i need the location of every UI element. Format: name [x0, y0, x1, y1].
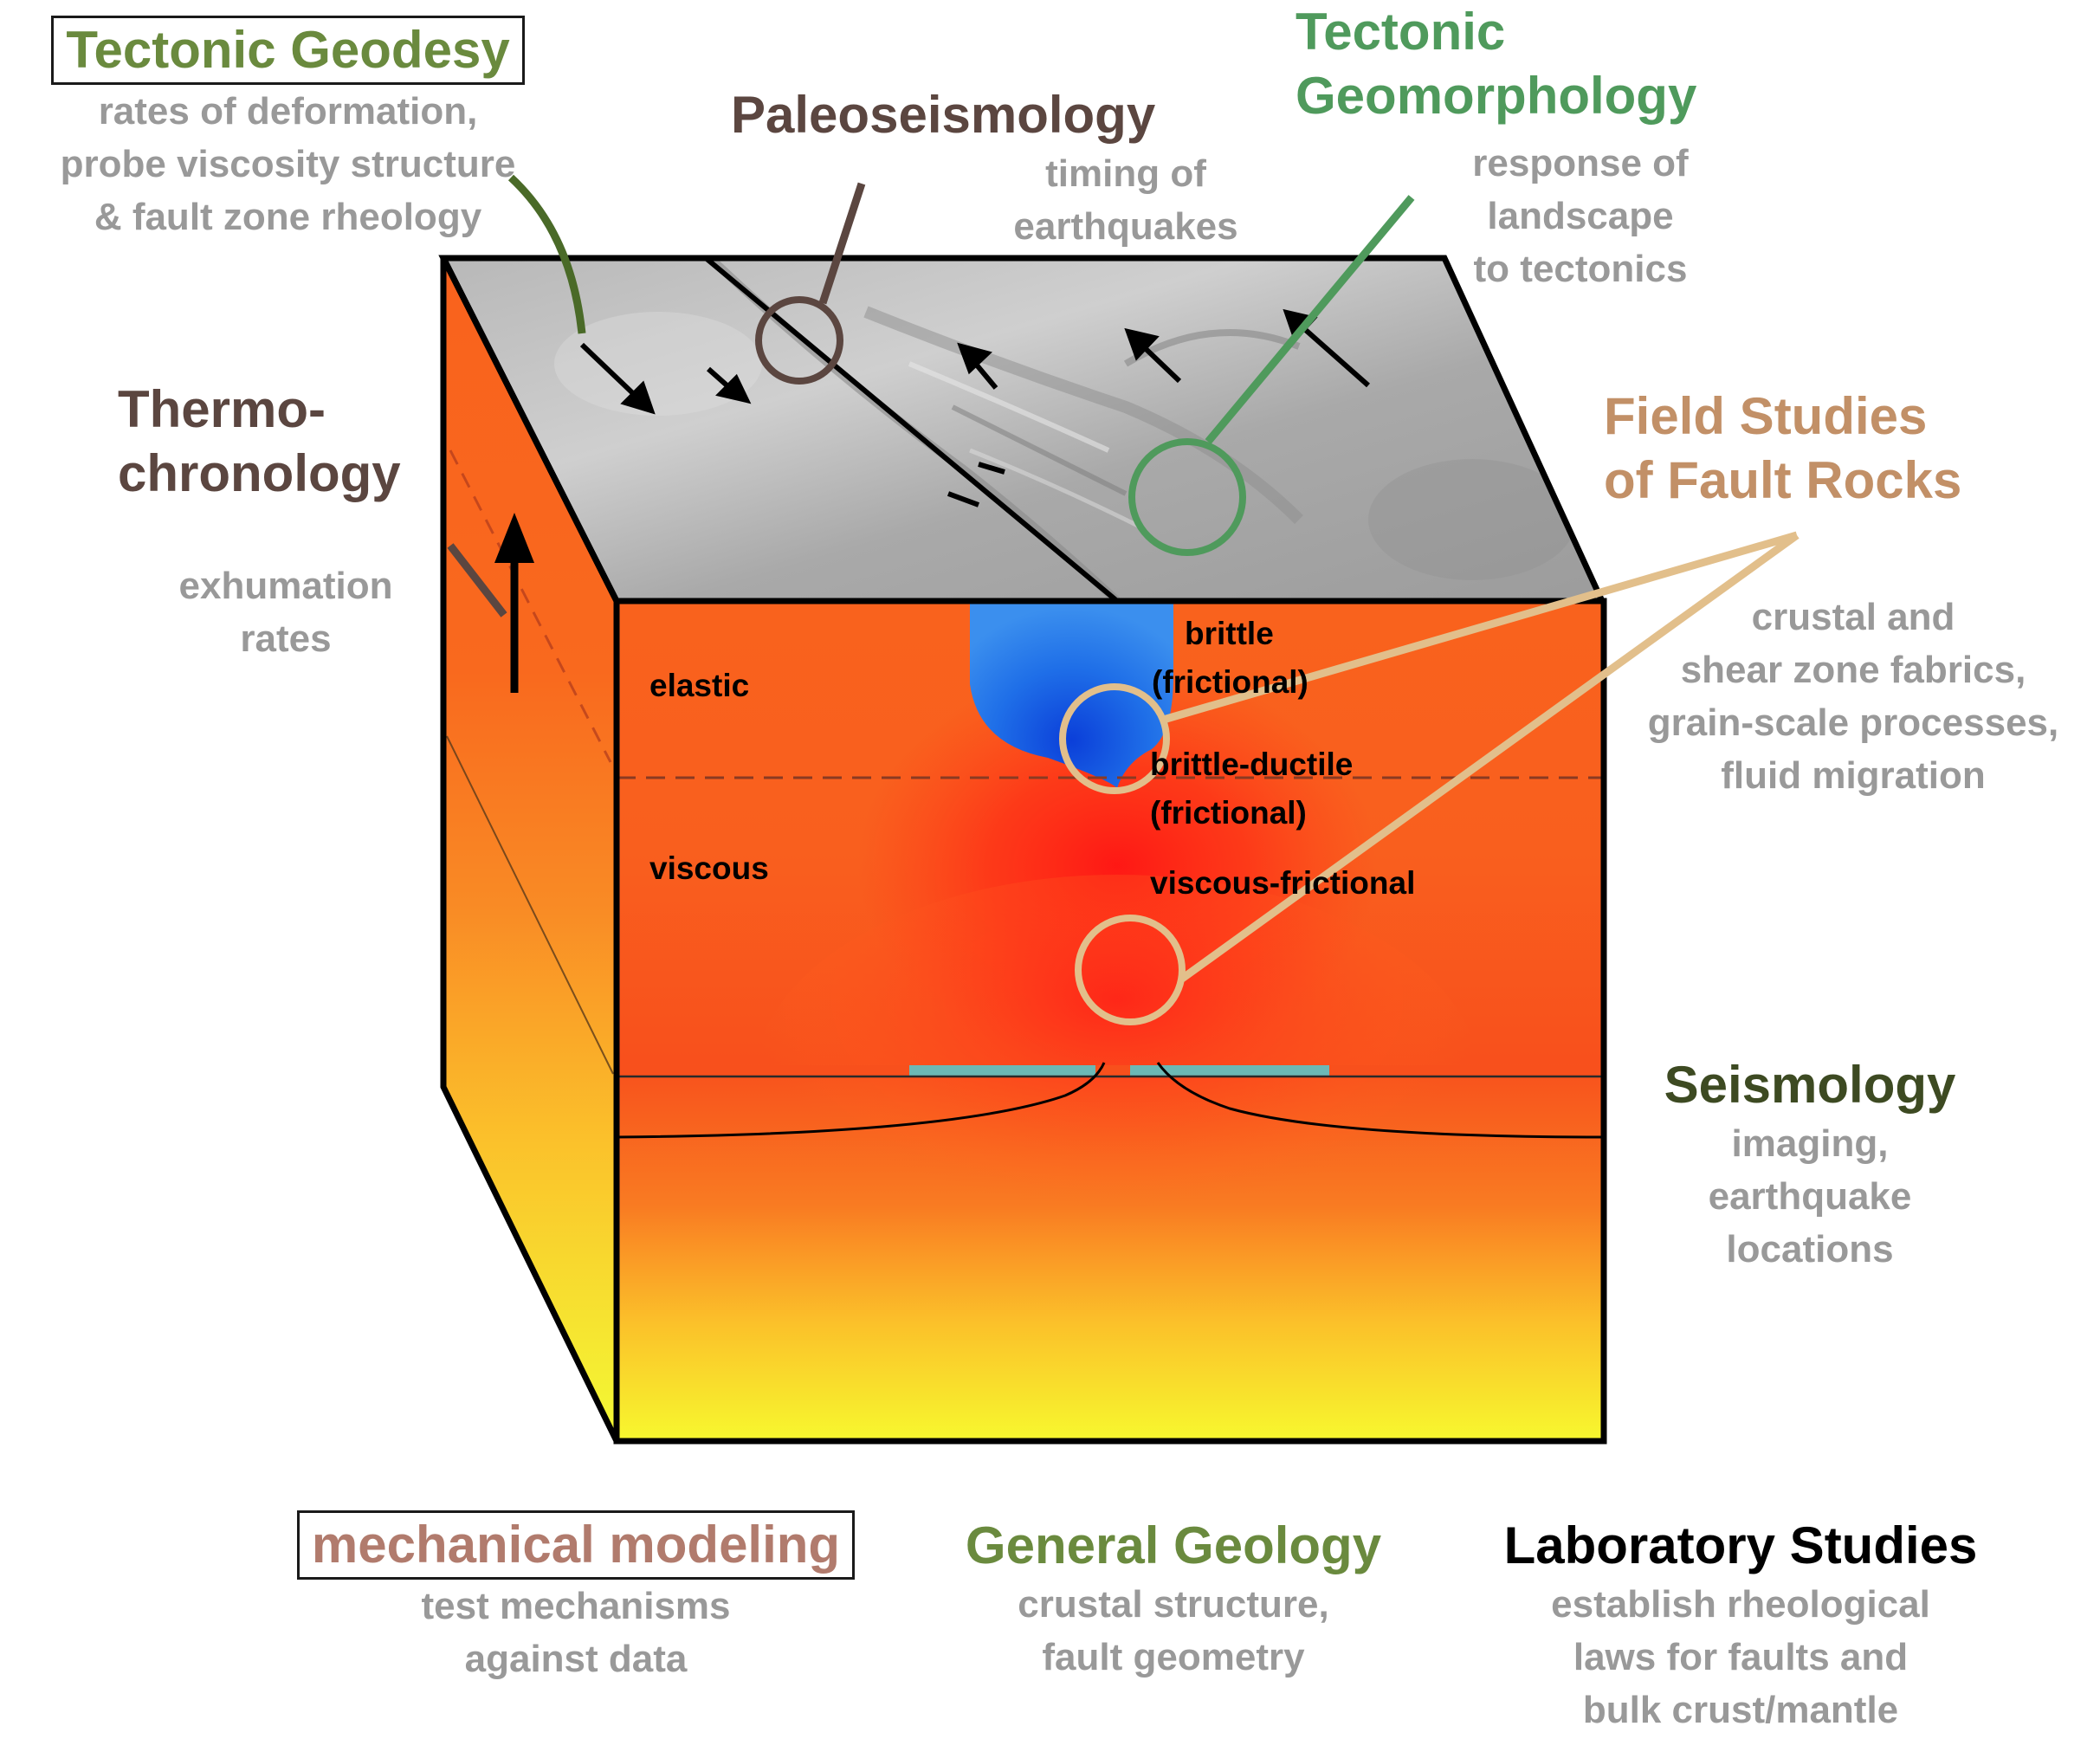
- zone-brittle-2: (frictional): [1152, 664, 1308, 700]
- laboratory-studies-desc-2: laws for faults and: [1573, 1636, 1909, 1678]
- thermochronology-desc-2: rates: [240, 617, 332, 660]
- tectonic-geomorphology-desc-3: to tectonics: [1473, 248, 1688, 290]
- paleoseismology-desc-2: earthquakes: [1013, 205, 1238, 248]
- paleoseismology-leader: [818, 182, 866, 305]
- field-studies-desc-1: crustal and: [1751, 596, 1955, 638]
- block-side-face: [443, 258, 617, 1441]
- zone-viscous: viscous: [649, 850, 769, 886]
- geodesy-leader: [507, 174, 586, 334]
- paleoseismology-label: Paleoseismology timing of earthquakes: [710, 83, 1334, 253]
- thermochronology-title-1: Thermo-: [118, 380, 326, 438]
- field-studies-desc-3: grain-scale processes,: [1647, 701, 2059, 744]
- seismology-desc-2: earthquake: [1708, 1175, 1912, 1218]
- field-studies-desc-4: fluid migration: [1721, 754, 1986, 797]
- seismology-desc-1: imaging,: [1731, 1122, 1889, 1165]
- zone-brittle: brittle (frictional): [1152, 610, 1308, 707]
- zone-brittle-ductile: brittle-ductile (frictional): [1150, 740, 1353, 837]
- motion-arrows: [579, 308, 1370, 415]
- general-geology-title: General Geology: [965, 1516, 1382, 1574]
- field-studies-leader-2: [1179, 532, 1800, 982]
- tectonic-geodesy-desc-2: probe viscosity structure: [60, 143, 516, 185]
- tectonic-geomorphology-title-1: Tectonic: [1296, 3, 1506, 61]
- general-geology-desc-1: crustal structure,: [1018, 1583, 1329, 1626]
- tectonic-geodesy-desc-3: & fault zone rheology: [94, 196, 482, 238]
- laboratory-studies-label: Laboratory Studies establish rheological…: [1472, 1514, 2009, 1736]
- field-studies-desc: crustal and shear zone fabrics, grain-sc…: [1611, 591, 2096, 802]
- tectonic-geodesy-desc-1: rates of deformation,: [98, 90, 478, 133]
- mechanical-modeling-desc-2: against data: [464, 1638, 688, 1680]
- field-studies-desc-2: shear zone fabrics,: [1680, 649, 2026, 691]
- mechanical-modeling-label: mechanical modeling test mechanisms agai…: [277, 1510, 875, 1685]
- paleoseismology-circle: [755, 296, 843, 385]
- tectonic-geomorphology-desc-1: response of: [1472, 142, 1689, 184]
- zone-brittle-1: brittle: [1185, 616, 1274, 651]
- paleoseismology-title: Paleoseismology: [731, 86, 1156, 144]
- tectonic-geodesy-title: Tectonic Geodesy: [51, 16, 525, 85]
- seismology-desc-3: locations: [1726, 1228, 1894, 1270]
- zone-brittle-ductile-2: (frictional): [1150, 795, 1307, 831]
- thermochronology-desc-1: exhumation: [178, 565, 393, 607]
- seismology-title: Seismology: [1664, 1056, 1956, 1114]
- laboratory-studies-desc-3: bulk crust/mantle: [1582, 1689, 1899, 1731]
- field-studies-title-2: of Fault Rocks: [1604, 451, 1962, 509]
- seismology-label: Seismology imaging, earthquake locations: [1628, 1053, 1992, 1276]
- geomorphology-leader: [1205, 195, 1415, 444]
- block-front-face: [617, 601, 1604, 1441]
- field-studies-label: Field Studies of Fault Rocks: [1604, 385, 2054, 513]
- tectonic-geodesy-label: Tectonic Geodesy rates of deformation, p…: [0, 16, 576, 243]
- field-studies-title-1: Field Studies: [1604, 387, 1928, 445]
- thermochronology-leader: [447, 543, 507, 617]
- field-circle-lower: [1075, 915, 1186, 1025]
- zone-viscous-frictional: viscous-frictional: [1150, 865, 1416, 901]
- thermochronology-title-2: chronology: [118, 444, 401, 502]
- laboratory-studies-title: Laboratory Studies: [1503, 1516, 1978, 1574]
- mechanical-modeling-title-wrap: mechanical modeling: [277, 1510, 875, 1580]
- tectonic-geomorphology-desc: response of landscape to tectonics: [1351, 137, 1810, 295]
- tectonic-geomorphology-label: Tectonic Geomorphology: [1296, 0, 1780, 128]
- mechanical-modeling-title: mechanical modeling: [296, 1510, 856, 1580]
- zone-elastic: elastic: [649, 668, 750, 703]
- thermochronology-label: Thermo- chronology: [118, 378, 464, 506]
- mechanical-modeling-desc-1: test mechanisms: [421, 1585, 731, 1627]
- tectonic-geodesy-title-wrap: Tectonic Geodesy: [0, 16, 576, 85]
- zone-brittle-ductile-1: brittle-ductile: [1150, 747, 1354, 782]
- tectonic-geomorphology-desc-2: landscape: [1487, 195, 1674, 237]
- tectonic-geomorphology-title-2: Geomorphology: [1296, 67, 1697, 125]
- field-studies-leader-1: [1159, 531, 1799, 725]
- general-geology-label: General Geology crustal structure, fault…: [944, 1514, 1403, 1684]
- block-top-face: [443, 258, 1602, 601]
- field-circle-upper: [1059, 683, 1170, 794]
- general-geology-desc-2: fault geometry: [1042, 1636, 1305, 1678]
- laboratory-studies-desc-1: establish rheological: [1551, 1583, 1930, 1626]
- thermochronology-desc: exhumation rates: [139, 559, 433, 665]
- paleoseismology-desc-1: timing of: [1045, 152, 1206, 195]
- geomorphology-circle: [1128, 438, 1246, 556]
